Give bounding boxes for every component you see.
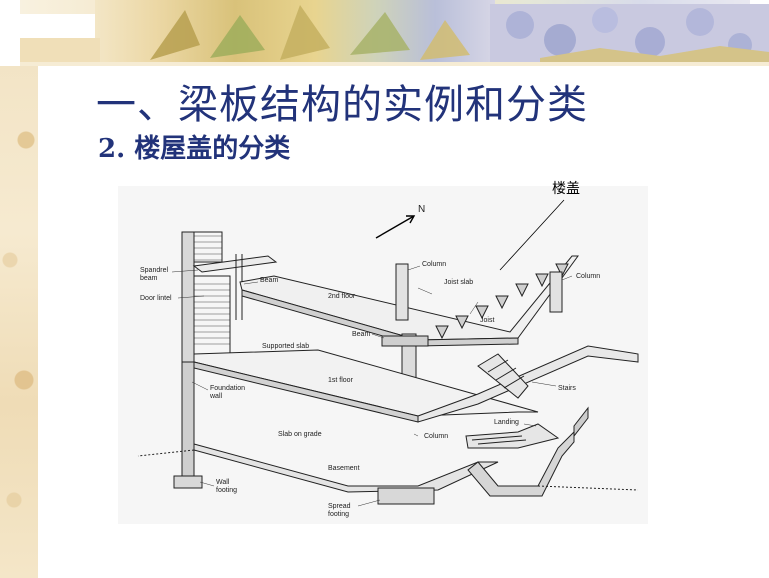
callout-leader	[499, 199, 565, 271]
wall-footing-label-2: footing	[216, 487, 237, 494]
header-decoration	[0, 0, 769, 66]
landing-label: Landing	[494, 419, 519, 426]
slab-on-grade	[193, 443, 499, 493]
beam-top-label: Beam	[260, 277, 278, 284]
spandrel-beam	[192, 255, 278, 273]
north-arrow	[375, 215, 416, 239]
supported-slab-label: Supported slab	[262, 343, 309, 350]
foundation-wall-label-2: wall	[209, 393, 223, 400]
beam-mid-label: Beam	[352, 331, 370, 338]
top-column	[395, 263, 409, 321]
brick-pattern	[194, 235, 230, 345]
second-floor-slab	[239, 255, 579, 341]
joists	[435, 263, 569, 340]
spread-footing-label: Spread	[328, 503, 351, 510]
first-floor-label: 1st floor	[328, 377, 354, 384]
stairs	[465, 353, 560, 449]
spread-footing-label-2: footing	[328, 511, 349, 518]
door-lintel-label: Door lintel	[140, 295, 172, 302]
column-bottom-label: Column	[424, 433, 448, 440]
spandrel-beam-label: Spandrel	[140, 267, 168, 274]
background-texture-strip	[0, 0, 38, 578]
right-column	[549, 271, 563, 313]
spread-footing	[377, 487, 435, 505]
floor-system-callout: 楼盖	[552, 181, 580, 197]
wall-footing	[173, 475, 203, 489]
wall-footing-label: Wall	[216, 479, 230, 486]
slide-subtitle: 2. 楼屋盖的分类	[98, 134, 291, 164]
spandrel-beam-label-2: beam	[140, 275, 158, 282]
joist-label: Joist	[480, 317, 494, 324]
slide-title: 一、梁板结构的实例和分类	[96, 82, 588, 128]
mid-beam	[381, 335, 429, 347]
stairs-label: Stairs	[558, 385, 576, 392]
building-section-diagram: N Spandrel beam Door lintel Beam 2nd flo…	[118, 186, 648, 524]
column-right-label: Column	[576, 273, 600, 280]
foundation-wall-label: Foundation	[210, 385, 245, 392]
second-floor-label: 2nd floor	[328, 293, 356, 300]
joist-slab-label: Joist slab	[444, 279, 473, 286]
foundation-wall	[181, 361, 195, 481]
column-top-label: Column	[422, 261, 446, 268]
slab-on-grade-label: Slab on grade	[278, 431, 322, 438]
basement-label: Basement	[328, 465, 360, 472]
north-label: N	[418, 204, 425, 215]
